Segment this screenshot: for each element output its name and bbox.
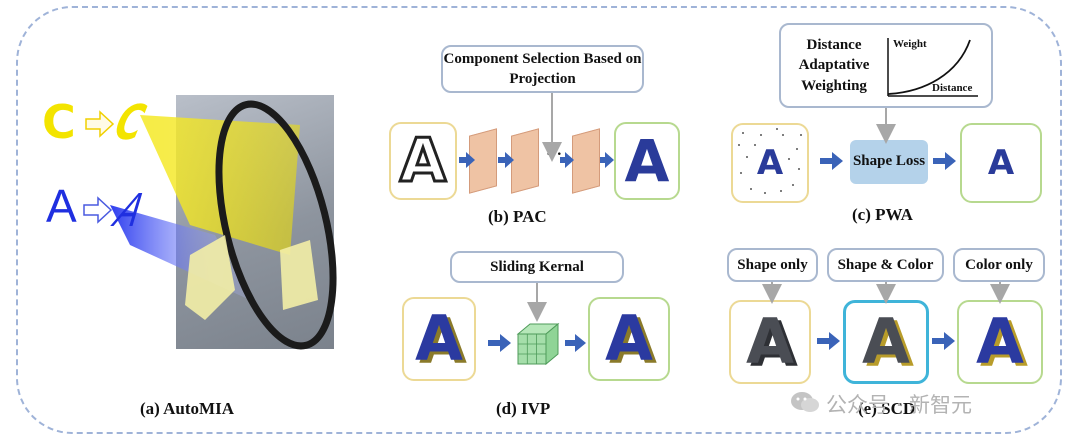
pac-arrow-4 [600,152,614,168]
automia-illustration: C C A A [40,85,340,355]
pac-input-box: A [389,122,457,200]
voxel-kernel-cube [516,322,560,366]
ivp-input-letter: A [415,302,463,375]
caption-e: (e) SCD [858,399,916,418]
pwa-input-box: A [731,123,809,203]
distance-weighting-callout: Distance Adaptative Weighting [779,23,993,108]
graph-y-label: Weight [893,38,927,50]
ivp-input-box: A [402,297,476,381]
caption-b: (b) PAC [488,207,547,226]
color-only-callout: Color only [953,248,1045,282]
source-letter-c: C [42,95,76,149]
automia-projection-svg [83,100,337,350]
reflection-shape-left [185,235,235,320]
pwa-output-box: A [960,123,1042,203]
scd-color-only-box: A [957,300,1043,384]
ivp-output-box: A [588,297,670,381]
scd-arrow-2 [932,332,955,350]
caption-d: (d) IVP [496,399,551,418]
pac-input-letter: A [398,126,447,196]
weight-curve [887,39,971,95]
ivp-output-letter: A [605,302,653,375]
pwa-arrow-1 [820,152,843,170]
pac-arrow-2 [498,152,514,168]
weight-distance-graph [887,38,978,97]
scd-color-only-letter: A [976,305,1024,378]
scd-shape-color-letter: A [862,305,910,378]
caption-c: (c) PWA [852,205,913,224]
pac-arrow-3 [560,152,574,168]
dashed-frame [16,6,1062,434]
transform-arrow-c [85,110,115,138]
wechat-icon [790,390,820,414]
pac-arrow-1 [459,152,475,168]
pwa-output-letter: A [987,143,1015,183]
pwa-input-letter: A [756,143,784,183]
ivp-arrow-1 [488,334,511,352]
transform-arrow-a [83,196,113,224]
watermark-text: 公众号 · 新智元 [826,393,973,417]
caption-a: (a) AutoMIA [140,399,234,418]
ivp-arrow-2 [565,334,586,352]
source-letter-a: A [46,180,77,232]
shape-only-callout: Shape only [727,248,818,282]
scd-shape-color-box: A [843,300,929,384]
scd-shape-only-letter: A [746,305,794,378]
graph-x-label: Distance [932,82,973,94]
pac-output-letter: A [624,127,670,195]
shape-loss-box: Shape Loss [850,140,928,184]
component-selection-callout: Component Selection Based on Projection [441,45,644,93]
pac-output-box: A [614,122,680,200]
shape-color-callout: Shape & Color [827,248,944,282]
noise-dots [738,128,802,194]
mirror-ring [215,100,337,350]
sliding-kernal-callout: Sliding Kernal [450,251,624,283]
blue-flow-arrows [459,152,956,352]
distance-weighting-label: Distance Adaptative Weighting [798,37,870,94]
pwa-arrow-2 [933,152,956,170]
scd-arrow-1 [817,332,840,350]
reflection-shape-right [280,240,318,310]
